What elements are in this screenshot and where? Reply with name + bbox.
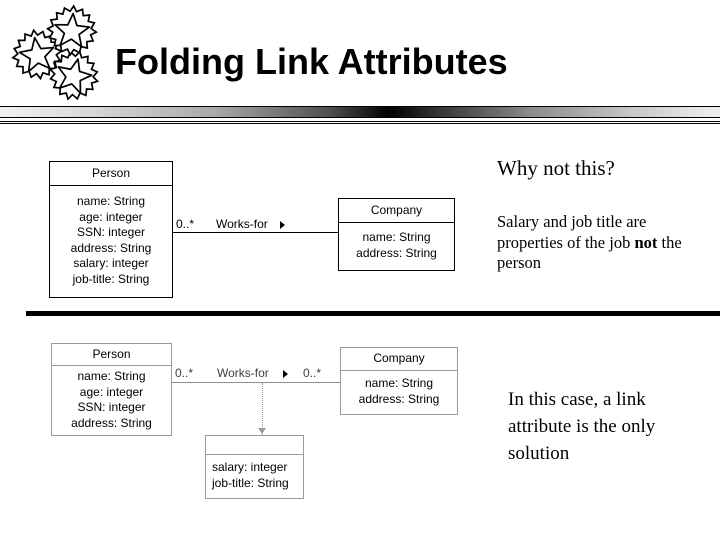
attribute-row: SSN: integer [76,225,146,239]
attribute-row: age: integer [79,209,143,224]
three-starred-gears-logo-icon [4,3,105,106]
note-salary-job-title: Salary and job title are properties of t… [497,212,707,274]
association-line-top [173,232,339,233]
association-line-bottom [172,382,341,383]
attribute-row: SSN: integer [77,400,146,414]
attribute-row: name: String [76,194,146,208]
attribute-row: address: String [358,391,440,406]
attribute-row: age: integer [79,384,144,399]
note-text-bold: not [634,232,658,252]
multiplicity-left-top: 0..* [176,217,195,231]
class-name [206,436,303,455]
attribute-row: address: String [70,240,152,255]
class-name: Company [341,348,457,371]
uml-class-person-bottom: Person name: String age: integer SSN: in… [51,343,172,436]
uml-class-company-top: Company name: String address: String [338,198,455,271]
class-name: Person [50,162,172,186]
header-gradient-rule [0,106,720,118]
attribute-row: salary: integer [73,256,149,270]
link-attribute-dotted-connector [262,383,264,435]
attribute-row: address: String [356,245,437,260]
note-text-part1: Salary and job title are properties of t… [497,212,647,252]
page-title: Folding Link Attributes [115,41,508,82]
uml-class-link-attribute: salary: integer job-title: String [205,435,304,499]
association-name-bottom: Works-for [217,366,269,380]
class-attributes: salary: integer job-title: String [206,455,303,498]
class-attributes: name: String age: integer SSN: integer a… [52,366,171,435]
right-triangle-icon [283,370,288,378]
class-attributes: name: String address: String [341,371,457,414]
class-name: Person [52,344,171,366]
note-link-attribute-solution: In this case, a link attribute is the on… [508,389,656,464]
attribute-row: job-title: String [72,271,150,286]
uml-class-company-bottom: Company name: String address: String [340,347,458,415]
attribute-row: name: String [77,369,146,383]
uml-class-person-top: Person name: String age: integer SSN: in… [49,161,173,298]
attribute-row: name: String [364,376,434,390]
attribute-row: name: String [362,230,431,244]
class-attributes: name: String address: String [339,223,454,270]
header-thin-rule [0,121,720,124]
note-why-not-this: Why not this? [497,156,615,180]
attribute-row: job-title: String [212,475,289,490]
note-text-part2: the person [497,232,682,273]
down-arrow-icon [258,428,266,434]
attribute-row: address: String [71,415,152,430]
class-attributes: name: String age: integer SSN: integer a… [50,186,172,297]
multiplicity-left-bottom: 0..* [175,366,194,380]
right-triangle-icon [280,221,285,229]
class-name: Company [339,199,454,223]
section-divider [26,311,720,316]
multiplicity-right-bottom: 0..* [303,366,322,380]
attribute-row: salary: integer [212,460,288,474]
association-name-top: Works-for [216,217,268,231]
